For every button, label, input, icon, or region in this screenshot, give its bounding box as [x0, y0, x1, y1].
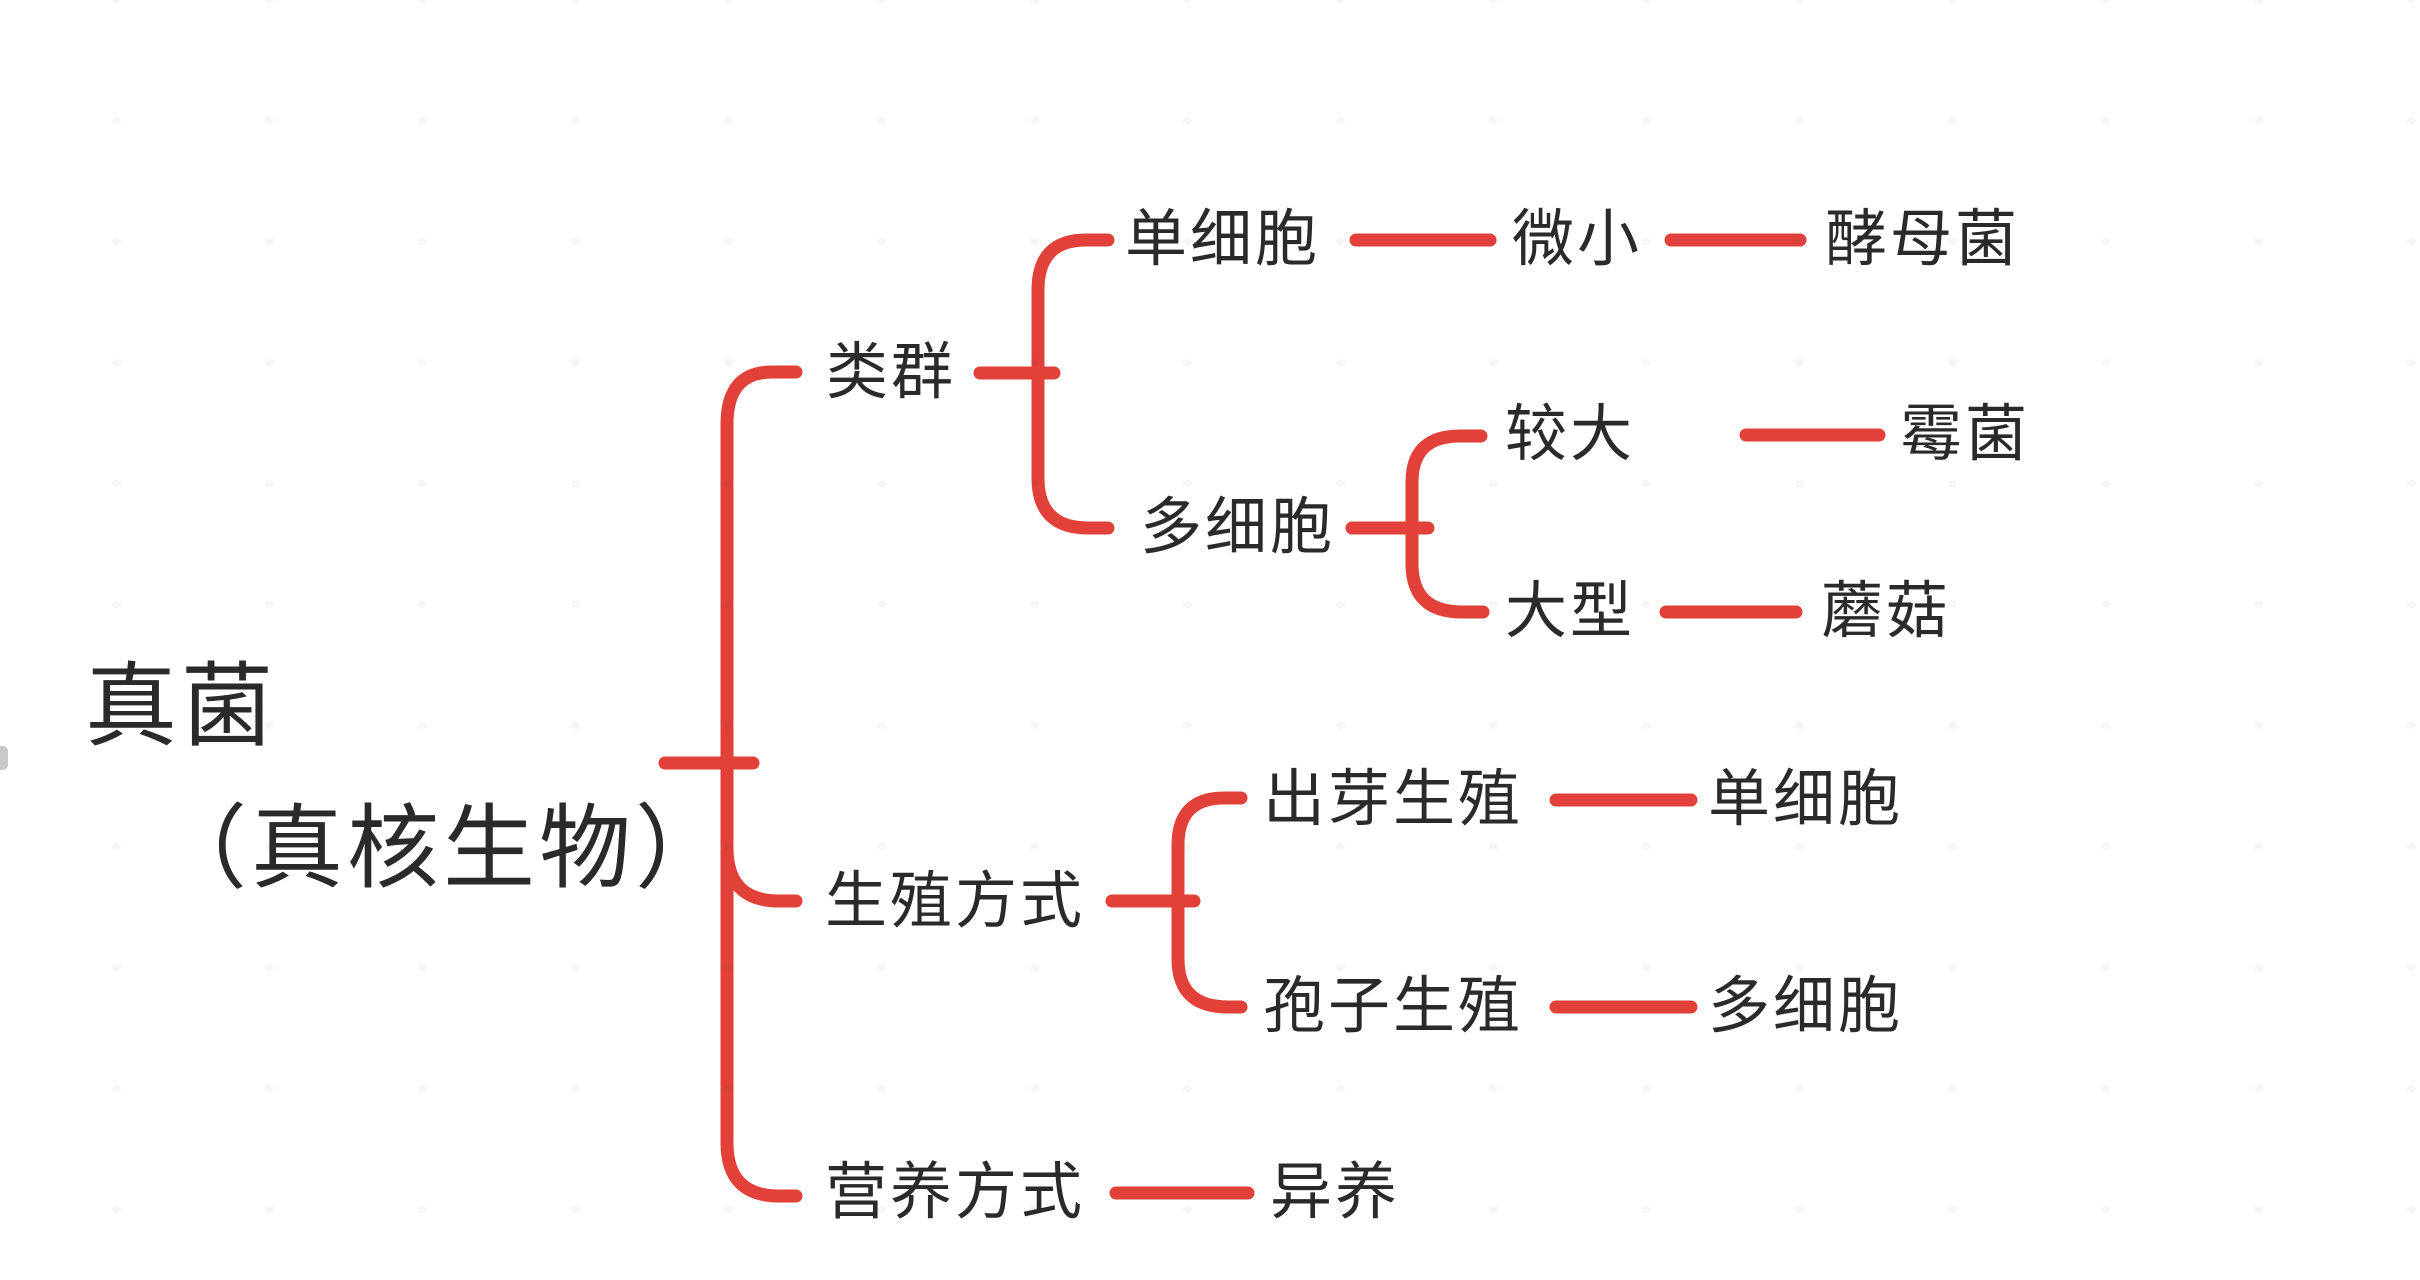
node-unicellular-2: 单细胞: [1708, 765, 1904, 834]
node-groups: 类群: [826, 338, 957, 407]
root-node-fungi: 真菌 （真核生物）: [85, 636, 731, 920]
main-brace-middle-hook: [720, 841, 803, 908]
node-budding: 出芽生殖: [1263, 765, 1524, 834]
reproduction-brace: [1171, 791, 1248, 1014]
node-large: 大型: [1505, 577, 1636, 646]
multicellular-brace: [1405, 429, 1490, 619]
node-spore: 孢子生殖: [1263, 972, 1524, 1041]
node-yeast: 酵母菌: [1825, 205, 2021, 274]
node-tiny: 微小: [1512, 205, 1643, 274]
root-subtitle: （真核生物）: [155, 798, 732, 900]
node-nutrition-mode: 营养方式: [825, 1158, 1086, 1227]
main-brace: [720, 365, 803, 1203]
node-larger: 较大: [1505, 400, 1636, 469]
left-edge-artifact: [0, 746, 8, 770]
node-heterotroph: 异养: [1270, 1158, 1401, 1227]
node-reproduction-mode: 生殖方式: [825, 867, 1086, 936]
root-title: 真菌: [85, 656, 278, 758]
node-multicellular: 多细胞: [1140, 493, 1336, 562]
node-unicellular: 单细胞: [1125, 205, 1321, 274]
node-multicellular-2: 多细胞: [1708, 972, 1904, 1041]
node-mold: 霉菌: [1900, 400, 2031, 469]
groups-brace: [1031, 233, 1115, 535]
node-mushroom: 蘑菇: [1821, 577, 1952, 646]
